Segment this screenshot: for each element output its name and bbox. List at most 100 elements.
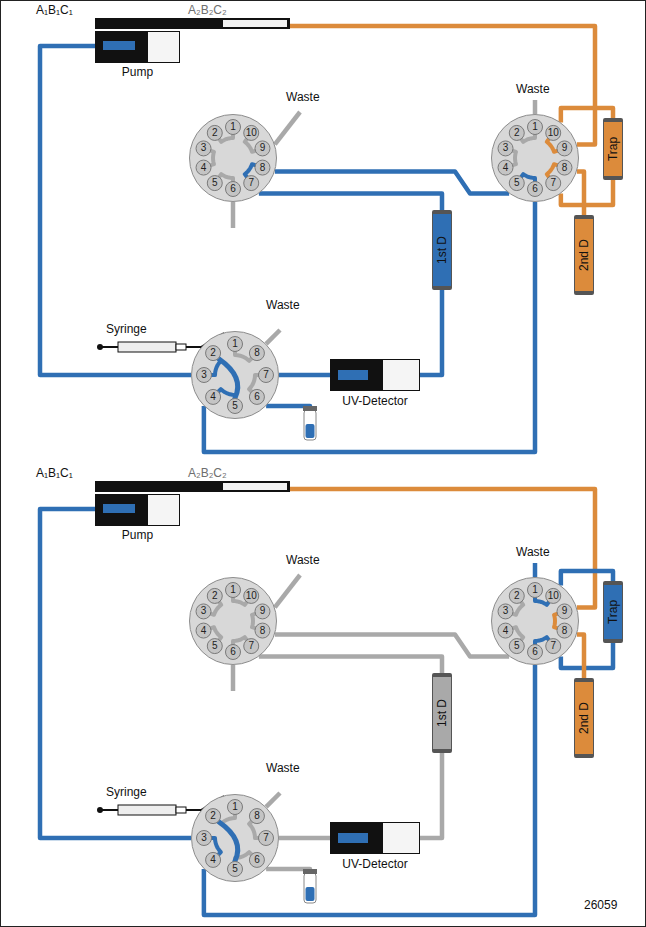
waste-tube	[275, 575, 300, 607]
waste-tube	[533, 100, 538, 114]
callout-label: A₁B₁C₁	[36, 466, 73, 480]
switching-valve: 12345678910	[189, 114, 277, 202]
callout-label: Waste	[286, 90, 320, 104]
port-number: 8	[248, 346, 266, 360]
device-label: UV-Detector	[330, 394, 420, 408]
detector-display	[338, 833, 368, 843]
callout-label: A₂B₂C₂	[188, 3, 227, 17]
port-number: 2	[206, 589, 224, 603]
port-number: 1	[526, 583, 544, 597]
sample-loop	[219, 359, 238, 398]
capillary-tube	[290, 26, 595, 144]
port-number: 6	[224, 645, 242, 659]
callout-label: A₂B₂C₂	[188, 466, 227, 480]
port-number: 5	[206, 176, 224, 190]
detector-body	[330, 822, 383, 854]
port-number: 2	[204, 346, 222, 360]
port-number: 5	[226, 862, 244, 876]
port-number: 8	[253, 624, 271, 638]
port-number: 3	[195, 831, 213, 845]
port-number: 1	[224, 120, 242, 134]
column-label: 2nd D	[577, 239, 591, 271]
port-number: 10	[242, 589, 260, 603]
valve-channel	[252, 614, 256, 629]
pump-module	[95, 481, 290, 492]
port-number: 5	[508, 176, 526, 190]
waste-tube	[275, 112, 300, 144]
sample-vial	[304, 873, 316, 903]
port-number: 10	[544, 589, 562, 603]
waste-tube	[266, 330, 280, 344]
port-number: 3	[195, 604, 213, 618]
vial-cap	[303, 869, 317, 874]
port-number: 3	[195, 368, 213, 382]
capillary-tube	[259, 194, 442, 210]
device-label: Pump	[95, 65, 180, 79]
waste-tube	[231, 665, 236, 691]
waste-tube	[533, 563, 538, 577]
vial-sample	[306, 887, 315, 901]
capillary-tube	[275, 172, 509, 194]
port-number: 4	[497, 624, 515, 638]
vial-sample	[306, 424, 315, 438]
panel-illustration	[97, 563, 535, 903]
port-number: 5	[226, 399, 244, 413]
syringe-tip	[176, 344, 186, 350]
port-number: 3	[497, 604, 515, 618]
port-number: 3	[497, 141, 515, 155]
capillary-tube	[577, 172, 584, 215]
sample-loop	[219, 822, 238, 861]
syringe-barrel	[118, 342, 176, 352]
capillary-tube	[279, 373, 330, 378]
capillary-tube	[40, 509, 191, 838]
port-number: 8	[555, 624, 573, 638]
column-label: Trap	[606, 600, 620, 624]
syringe-plunger	[97, 807, 103, 813]
switching-valve: 12345678910	[491, 114, 579, 202]
port-number: 2	[204, 809, 222, 823]
port-number: 8	[248, 809, 266, 823]
port-number: 7	[242, 176, 260, 190]
port-number: 4	[195, 161, 213, 175]
port-number: 3	[195, 141, 213, 155]
uv-detector: UV-Detector	[330, 822, 420, 874]
port-number: 1	[226, 800, 244, 814]
syringe-barrel	[118, 805, 176, 815]
port-number: 6	[526, 645, 544, 659]
valve-channel	[512, 151, 516, 166]
second-dimension-column: 2nd D	[574, 215, 594, 295]
device-label: UV-Detector	[330, 857, 420, 871]
pump: Pump	[95, 481, 290, 545]
pump: Pump	[95, 18, 290, 82]
detector-panel	[383, 360, 420, 391]
valve-stator	[192, 795, 279, 882]
callout-label: Waste	[266, 761, 300, 775]
capillary-tube	[279, 836, 330, 841]
capillary-tube	[40, 46, 191, 375]
switching-valve: 12345678	[191, 794, 279, 882]
switching-valve: 12345678	[191, 331, 279, 419]
port-number: 9	[555, 141, 573, 155]
column-label: Trap	[606, 137, 620, 161]
pump-panel	[223, 20, 287, 27]
syringe-plunger	[97, 344, 103, 350]
capillary-tube	[420, 753, 442, 838]
detector-display	[338, 370, 368, 380]
detector-body	[330, 359, 383, 391]
port-number: 6	[248, 853, 266, 867]
sample-vial	[304, 410, 316, 440]
waste-tube	[231, 202, 236, 228]
valve-stator	[190, 115, 277, 202]
port-number: 6	[248, 390, 266, 404]
port-number: 7	[242, 639, 260, 653]
uv-detector: UV-Detector	[330, 359, 420, 411]
capillary-tube	[290, 489, 595, 607]
callout-label: A₁B₁C₁	[36, 3, 73, 17]
callout-label: Waste	[516, 82, 550, 96]
trap-cartridge: Trap	[603, 118, 623, 180]
valve-stator	[192, 332, 279, 419]
first-dimension-column: 1st D	[432, 210, 452, 290]
capillary-tube	[259, 657, 442, 673]
port-number: 9	[555, 604, 573, 618]
